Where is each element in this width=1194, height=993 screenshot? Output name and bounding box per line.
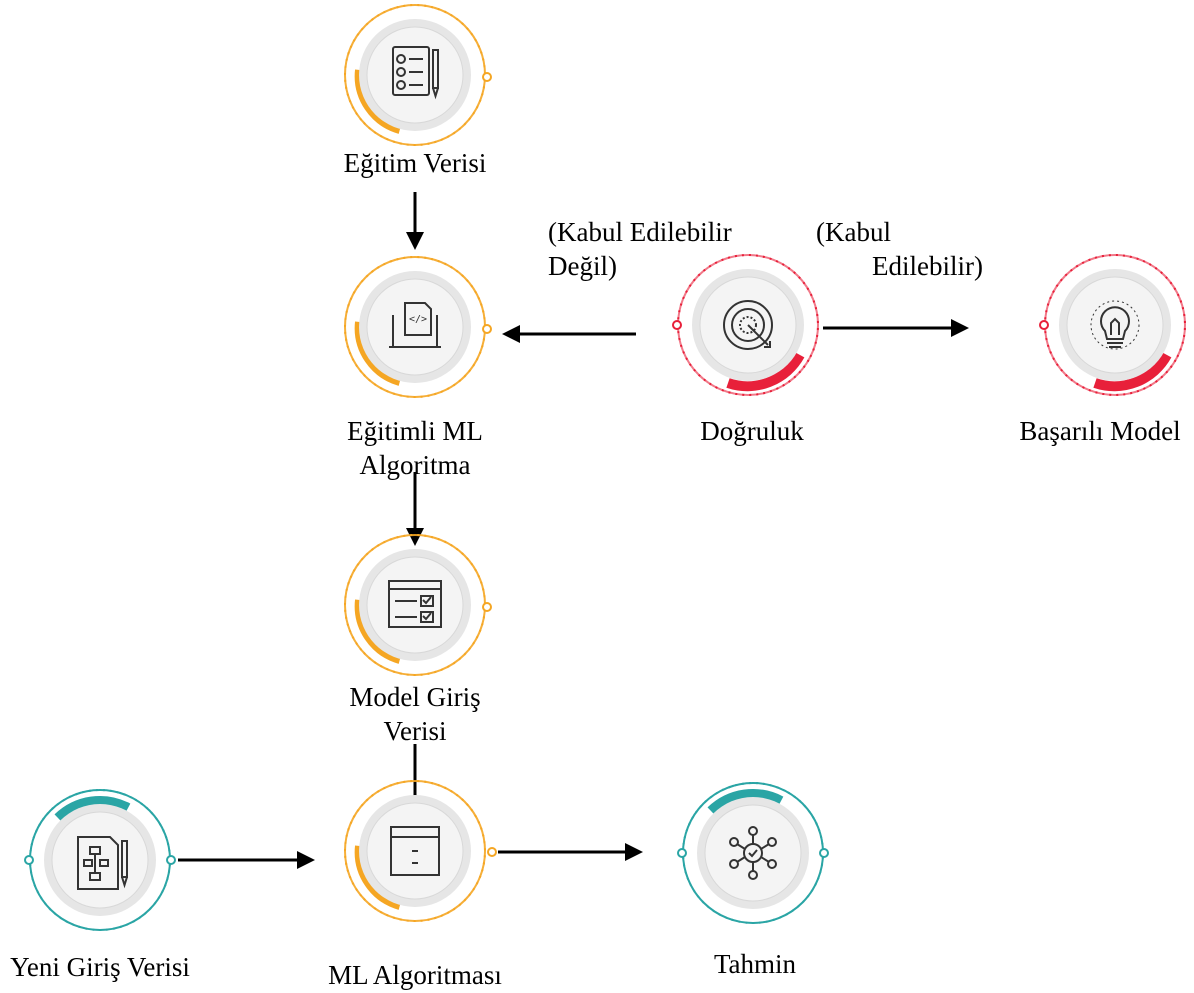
node-basarili-model[interactable]: [1039, 250, 1194, 400]
node-dogruluk[interactable]: [672, 250, 833, 400]
target-icon: [723, 300, 773, 350]
node-yeni-giris[interactable]: [24, 785, 185, 935]
node-egitim-verisi[interactable]: [340, 0, 500, 150]
node-label: ML Algoritması: [328, 960, 502, 990]
node-label: Eğitimli ML Algoritma: [347, 416, 483, 480]
flowchart-document-icon: [77, 836, 128, 890]
node-label: Yeni Giriş Verisi: [10, 952, 190, 982]
checklist-icon: [392, 46, 439, 100]
edge-label-acceptable-line1: (Kabul: [816, 217, 891, 247]
form-window-icon: [388, 580, 442, 628]
network-check-icon: [729, 826, 777, 880]
window-icon: [390, 826, 440, 876]
node-label: Tahmin: [713, 949, 797, 979]
node-ml-algoritmasi[interactable]: [340, 776, 500, 926]
node-label: Doğruluk: [700, 416, 804, 446]
node-egitimli-ml[interactable]: </>: [340, 252, 500, 402]
lightbulb-icon: [1090, 300, 1140, 350]
node-model-giris[interactable]: [340, 530, 500, 680]
edge-label-acceptable-line2: Edilebilir): [872, 251, 983, 281]
node-label: Model Giriş Verisi: [349, 682, 481, 746]
node-tahmin[interactable]: [677, 778, 838, 928]
node-label: Başarılı Model: [1019, 416, 1181, 446]
node-label: Eğitim Verisi: [343, 148, 487, 178]
edge-label-not-acceptable: (Kabul Edilebilir Değil): [548, 217, 732, 281]
code-document-icon: </>: [389, 302, 441, 348]
svg-text:</>: </>: [409, 314, 427, 325]
